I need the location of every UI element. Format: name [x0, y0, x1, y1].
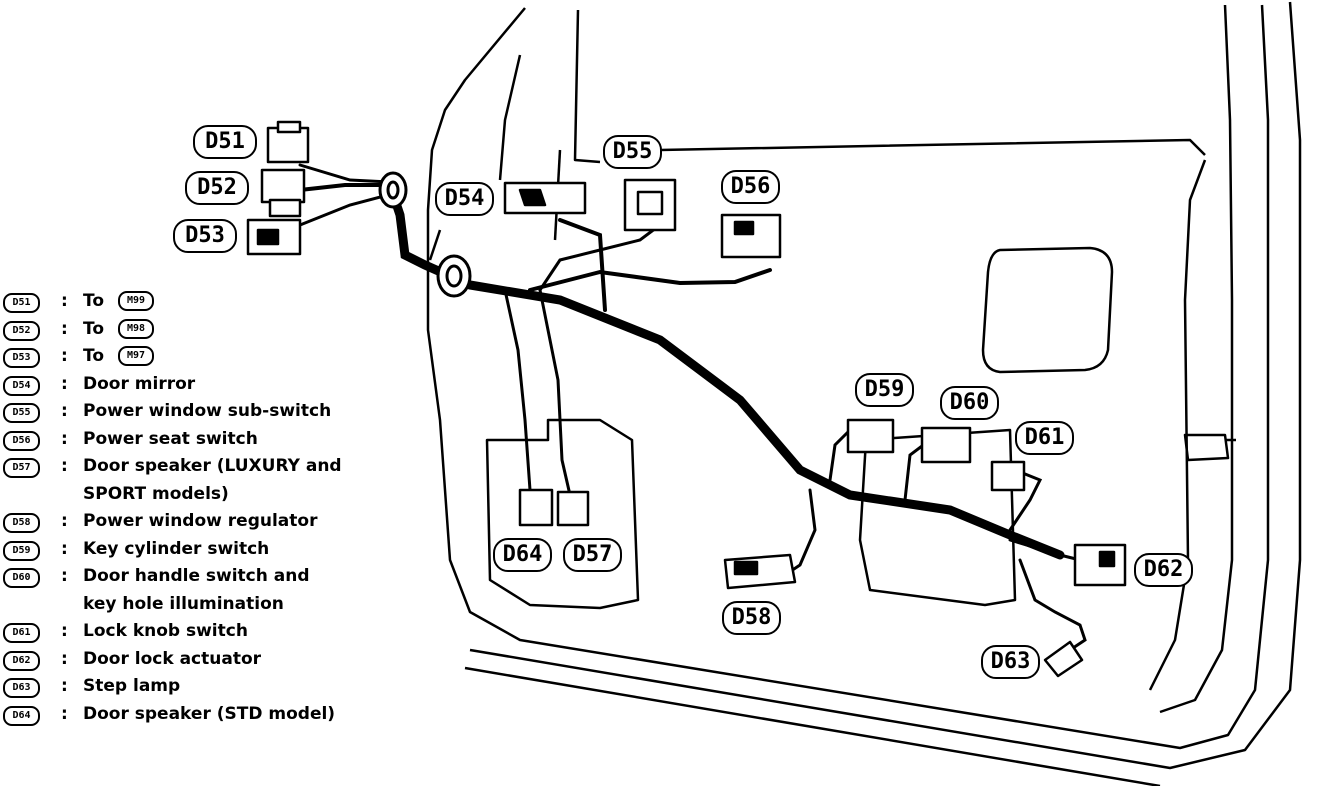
legend-code: D53	[3, 348, 40, 368]
legend-row-d61: D61 : Lock knob switch	[3, 618, 383, 646]
legend-text: To	[83, 318, 105, 339]
legend-desc: Power window sub-switch	[83, 401, 332, 421]
legend-colon: :	[61, 428, 68, 449]
legend-row-d58: D58 : Power window regulator	[3, 508, 383, 536]
legend-colon: :	[61, 373, 68, 394]
legend-desc: Key cylinder switch	[83, 538, 270, 559]
legend-desc: Door mirror	[83, 373, 196, 394]
legend-code: D64	[3, 705, 40, 726]
legend-desc: Step lamp	[83, 676, 181, 696]
legend-colon: :	[61, 621, 68, 641]
legend-desc: To M97	[83, 343, 155, 371]
legend-row-d64: D64 : Door speaker (STD model)	[3, 701, 383, 729]
legend-colon: :	[61, 511, 68, 531]
callout-d51: D51	[193, 125, 257, 159]
legend-code: D61	[3, 623, 40, 643]
callout-d61: D61	[1015, 421, 1074, 455]
legend-colon: :	[61, 456, 68, 476]
legend-row-d63: D63 : Step lamp	[3, 673, 383, 701]
legend-target-code: M97	[118, 346, 155, 366]
legend-row-d56: D56 : Power seat switch	[3, 426, 383, 454]
legend-desc: Power seat switch	[83, 428, 258, 449]
connector-shapes	[246, 120, 1127, 678]
legend-desc: To M99	[83, 288, 155, 316]
legend-desc-continuation: SPORT models)	[83, 483, 229, 504]
legend-code: D51	[3, 293, 40, 313]
door-outline	[426, 1, 1302, 786]
callout-d55: D55	[603, 135, 662, 169]
legend-colon: :	[61, 318, 68, 339]
callout-d59: D59	[855, 373, 914, 407]
legend-row-d55: D55 : Power window sub-switch	[3, 398, 383, 426]
legend-colon: :	[61, 676, 68, 696]
legend-colon: :	[61, 346, 68, 366]
legend-code: D55	[3, 403, 40, 423]
legend-code: D63	[3, 678, 40, 698]
legend-desc: Door handle switch and	[83, 566, 310, 586]
legend-code: D57	[3, 458, 40, 478]
callout-d57: D57	[563, 538, 622, 572]
legend-row-d62: D62 : Door lock actuator	[3, 646, 383, 674]
legend-row-d60: D60 : Door handle switch and	[3, 563, 383, 591]
legend-desc: Door speaker (STD model)	[83, 703, 336, 724]
legend-colon: :	[61, 648, 68, 669]
callout-d62: D62	[1134, 553, 1193, 587]
legend-colon: :	[61, 566, 68, 586]
legend-row-d53: D53 : To M97	[3, 343, 383, 371]
legend-code: D56	[3, 430, 40, 451]
legend-desc: To M98	[83, 316, 155, 344]
callout-d53: D53	[173, 219, 237, 253]
legend-row-d51: D51 : To M99	[3, 288, 383, 316]
legend-row-d59: D59 : Key cylinder switch	[3, 536, 383, 564]
legend-code: D58	[3, 513, 40, 533]
legend-target-code: M99	[118, 291, 155, 311]
callout-d58: D58	[722, 601, 781, 635]
legend-text: To	[83, 291, 105, 311]
legend-text: To	[83, 346, 105, 366]
wire-harness	[298, 163, 1087, 652]
legend-colon: :	[61, 538, 68, 559]
legend-desc: Lock knob switch	[83, 621, 248, 641]
legend-desc: Door speaker (LUXURY and	[83, 456, 342, 476]
legend-code: D52	[3, 320, 40, 341]
legend-desc: Power window regulator	[83, 511, 318, 531]
legend-colon: :	[61, 291, 68, 311]
legend-code: D60	[3, 568, 40, 588]
legend-row-d57-cont: SPORT models)	[3, 481, 383, 509]
legend-row-d57: D57 : Door speaker (LUXURY and	[3, 453, 383, 481]
legend-code: D54	[3, 375, 40, 396]
callout-d56: D56	[721, 170, 780, 204]
legend-target-code: M98	[118, 318, 155, 339]
legend-colon: :	[61, 401, 68, 421]
legend-row-d54: D54 : Door mirror	[3, 371, 383, 399]
legend-code: D59	[3, 540, 40, 561]
legend-row-d60-cont: key hole illumination	[3, 591, 383, 619]
legend-code: D62	[3, 650, 40, 671]
legend-colon: :	[61, 703, 68, 724]
callout-d63: D63	[981, 645, 1040, 679]
grommets	[378, 171, 472, 298]
legend-row-d52: D52 : To M98	[3, 316, 383, 344]
legend-desc: Door lock actuator	[83, 648, 262, 669]
callout-d60: D60	[940, 386, 999, 420]
callout-d54: D54	[435, 182, 494, 216]
callout-d64: D64	[493, 538, 552, 572]
callout-d52: D52	[185, 171, 249, 205]
legend-desc-continuation: key hole illumination	[83, 593, 284, 614]
